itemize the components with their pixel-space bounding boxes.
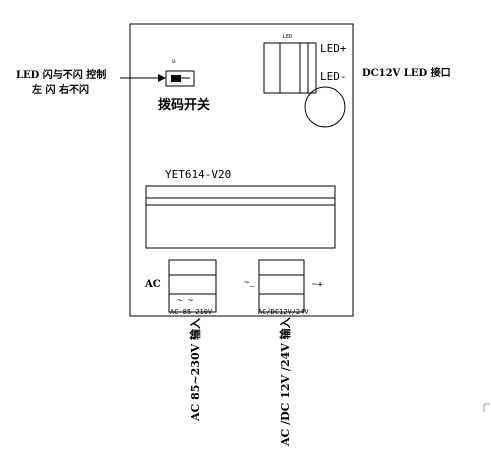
dip-switch xyxy=(165,70,195,87)
led-minus-label: LED- xyxy=(320,70,347,83)
dip-callout-arrowhead xyxy=(158,74,166,82)
dc-terminal-text: AC/DC12V/24V xyxy=(258,308,309,316)
dc-terminal xyxy=(258,259,305,313)
dip-switch-label: 拨码开关 xyxy=(158,98,211,113)
ac-terminal xyxy=(168,259,217,313)
led-plus-label: LED+ xyxy=(320,42,347,55)
ac-tilde-marks: ~ ~ xyxy=(177,296,194,306)
ac-input-label: AC xyxy=(145,279,161,290)
dc-minus-mark: ~_ xyxy=(244,278,255,288)
board-model: YET614-V20 xyxy=(165,168,232,181)
led-connector xyxy=(263,42,317,94)
main-terminal-block xyxy=(145,185,336,249)
ac-input-vertical-callout: AC 85~230V 输入 xyxy=(189,318,202,421)
ac-terminal-text: AC 85-210V xyxy=(170,308,213,316)
dc-led-interface-callout: DC12V LED 接口 xyxy=(362,68,451,79)
led-circle xyxy=(304,86,346,128)
led-blink-callout-line2: 左 闪 右不闪 xyxy=(32,85,89,96)
led-connector-mark: LED xyxy=(283,34,293,40)
led-blink-callout-line1: LED 闪与不闪 控制 xyxy=(16,70,107,81)
acdc-input-vertical-callout: AC /DC 12V /24V 输入 xyxy=(279,317,292,446)
dc-plus-mark: ~+ xyxy=(312,280,323,290)
dip-switch-small-mark: ʋ xyxy=(172,58,176,65)
board-outline xyxy=(129,23,354,317)
